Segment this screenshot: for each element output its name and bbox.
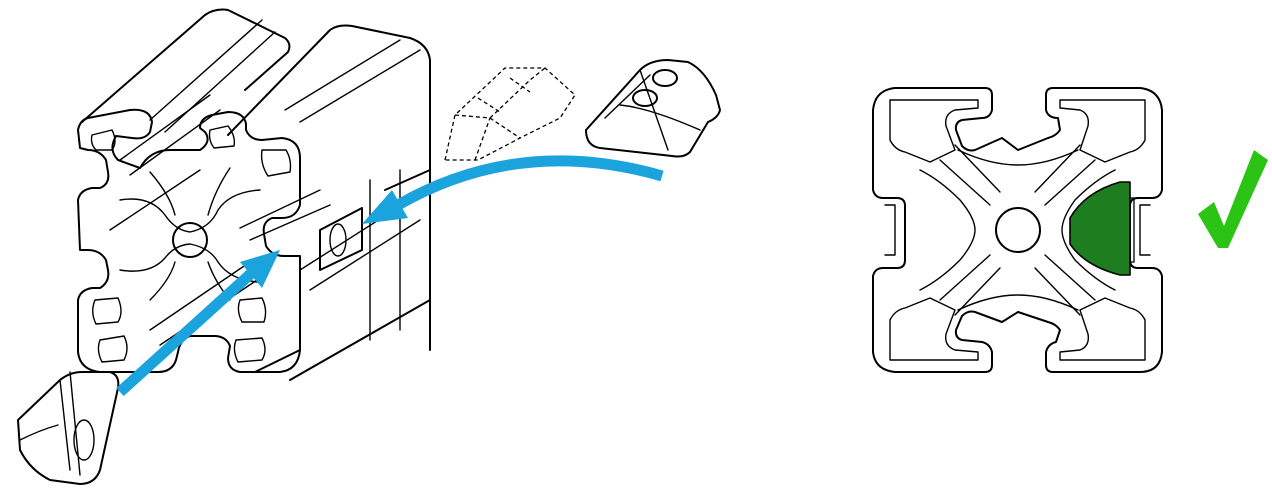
- insert-arrow-curved: [362, 155, 664, 224]
- t-nut-dashed-position: [444, 67, 576, 161]
- inserted-nut-highlight: [1069, 181, 1135, 276]
- t-slot-profile-isometric: [77, 8, 431, 381]
- t-nut-rotate-in: [585, 59, 721, 158]
- insert-arrow-straight: [116, 250, 280, 397]
- confirmation-checkmark: [1198, 150, 1268, 248]
- profile-cross-section: [872, 87, 1163, 373]
- t-nut-front: [17, 371, 120, 485]
